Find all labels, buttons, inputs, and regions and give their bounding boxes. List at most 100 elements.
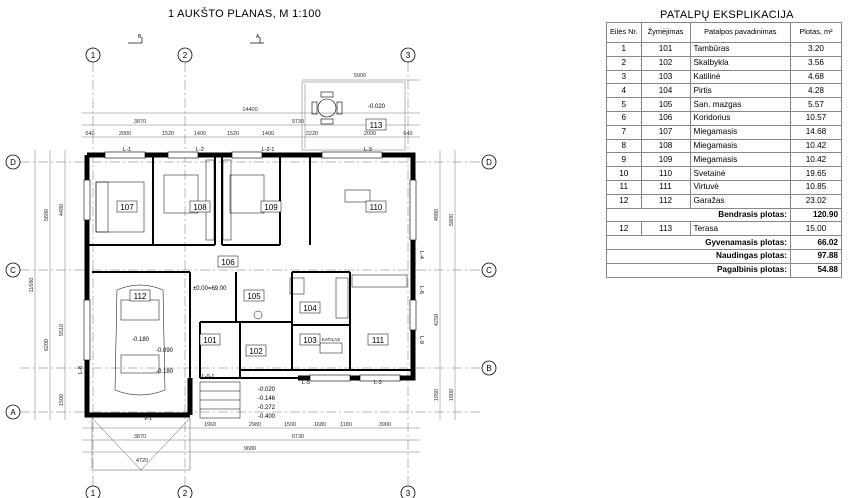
dim-bottom-d4: 1680 (314, 422, 326, 428)
cell-name: Garažas (689, 193, 792, 209)
dim-top-d9: 640 (403, 131, 412, 137)
axis-label-d-right: D (486, 158, 492, 167)
cell-nr: 9 (606, 152, 642, 168)
dim-right-d4: 1800 (449, 389, 455, 401)
axis-bubbles: 1 2 3 1 2 3 D C A D C B (5, 47, 497, 498)
axis-label-1-bottom: 1 (91, 489, 96, 498)
cell-area: 10.42 (790, 152, 842, 168)
cell-code: 104 (640, 83, 691, 99)
cell-area: 10.85 (790, 179, 842, 195)
cell-nr: 3 (606, 69, 642, 85)
table-header-row: Eilės Nr. Žymėjimas Patalpos pavadinimas… (606, 22, 842, 43)
cell-nr: 12 (606, 221, 642, 237)
dim-left-mid-1: 5680 (44, 209, 50, 221)
cell-name: Skalbykla (689, 55, 792, 71)
total-row: Bendrasis plotas:120.90 (606, 207, 842, 223)
dim-top-d3: 1520 (162, 131, 174, 137)
dim-bottom-d6: 3900 (379, 422, 391, 428)
cell-nr: 6 (606, 110, 642, 126)
car (114, 284, 166, 396)
level-garage-2: -0.090 (156, 348, 174, 354)
header-area: Plotas, m² (790, 22, 842, 43)
axis-label-3-bottom: 3 (406, 489, 411, 498)
summary-label: Pagalbinis plotas: (606, 262, 791, 278)
header-name: Patalpos pavadinimas (689, 22, 792, 43)
boiler-label: KATILAS (322, 337, 340, 342)
dimension-texts: 5000 14400 3870 9730 640 2000 1520 1400 … (29, 73, 455, 464)
windows (83, 151, 417, 382)
summary-row: Pagalbinis plotas:54.88 (606, 262, 842, 278)
room-105: 105 (247, 292, 261, 301)
axis-label-1-top: 1 (91, 51, 96, 60)
cell-name: Tambūras (689, 42, 792, 57)
level-garage: -0.180 (132, 337, 150, 343)
wall-label-l2: L-2 (196, 147, 204, 153)
cell-code: 105 (640, 97, 691, 112)
cell-code: 111 (640, 179, 691, 195)
cell-nr: 1 (606, 42, 642, 57)
cell-code: 112 (640, 193, 691, 209)
room-102: 102 (249, 347, 263, 356)
cell-code: 101 (640, 42, 691, 57)
cell-area: 4.68 (790, 69, 842, 85)
dim-bottom-outer: 9680 (244, 446, 256, 452)
wall-label-l2b: L-2 (374, 380, 382, 386)
cell-area: 3.56 (790, 55, 842, 71)
level-entry-3: -0.272 (258, 405, 276, 411)
wall-label-l6: L-6 (418, 286, 424, 294)
cell-area: 19.65 (790, 166, 842, 181)
wall-label-l3: L-3 (364, 147, 372, 153)
header-nr: Eilės Nr. (606, 22, 642, 43)
dim-top-d5: 1520 (227, 131, 239, 137)
dim-terrace: 5000 (354, 73, 366, 79)
dim-top-d4: 1400 (194, 131, 206, 137)
cell-code: 107 (640, 124, 691, 140)
cell-name: Svetainė (689, 166, 792, 181)
cell-code: 103 (640, 69, 691, 85)
cell-area: 14.68 (790, 124, 842, 140)
cell-code: 109 (640, 152, 691, 168)
dim-left-d3: 1500 (59, 394, 65, 406)
summary-row: Naudingas plotas:97.88 (606, 248, 842, 264)
bed-109 (229, 174, 265, 214)
room-112: 112 (134, 292, 147, 301)
summary-value: 66.02 (790, 235, 842, 250)
wall-label-l21: L-2-1 (262, 147, 275, 153)
table-title: PATALPŲ EKSPLIKACIJA (660, 9, 794, 21)
dim-bottom-mid-1: 3870 (134, 434, 146, 440)
dim-right-d5: 5800 (449, 214, 455, 226)
floor-plan-drawing: 1 2 3 1 2 3 D C A D C B B A (5, 34, 497, 498)
sauna-bench (335, 277, 349, 319)
cell-nr: 2 (606, 55, 642, 71)
cell-area: 4.28 (790, 83, 842, 99)
axis-label-c-left: C (10, 266, 16, 275)
dim-bottom-d1: 1960 (204, 422, 216, 428)
summary-value: 97.88 (790, 248, 842, 264)
kitchen-counter (351, 274, 408, 288)
wall-label-l01: L-0-1 (202, 374, 215, 380)
dim-left-mid-2: 6200 (44, 339, 50, 351)
plan-title: 1 AUKŠTO PLANAS, M 1:100 (168, 8, 322, 20)
room-103: 103 (303, 336, 317, 345)
dim-bottom-extra: 4720 (136, 458, 148, 464)
section-markers: B A (128, 34, 264, 44)
level-entry-4: -0.400 (258, 414, 276, 420)
room-101: 101 (203, 336, 217, 345)
cell-code: 110 (640, 166, 691, 181)
boiler (319, 342, 343, 354)
room-106: 106 (221, 258, 235, 267)
cell-area: 10.42 (790, 138, 842, 154)
cell-code: 113 (640, 221, 691, 237)
cell-name: Koridorius (689, 110, 792, 126)
wall-labels: L-1 L-2 L-2-1 L-3 L-4 L-5 L-6 L-2 L-8 L-… (78, 147, 424, 422)
wardrobe-108 (205, 159, 215, 241)
cell-nr: 11 (606, 179, 642, 195)
dim-bottom-d2: 2980 (249, 422, 261, 428)
cell-nr: 4 (606, 83, 642, 99)
